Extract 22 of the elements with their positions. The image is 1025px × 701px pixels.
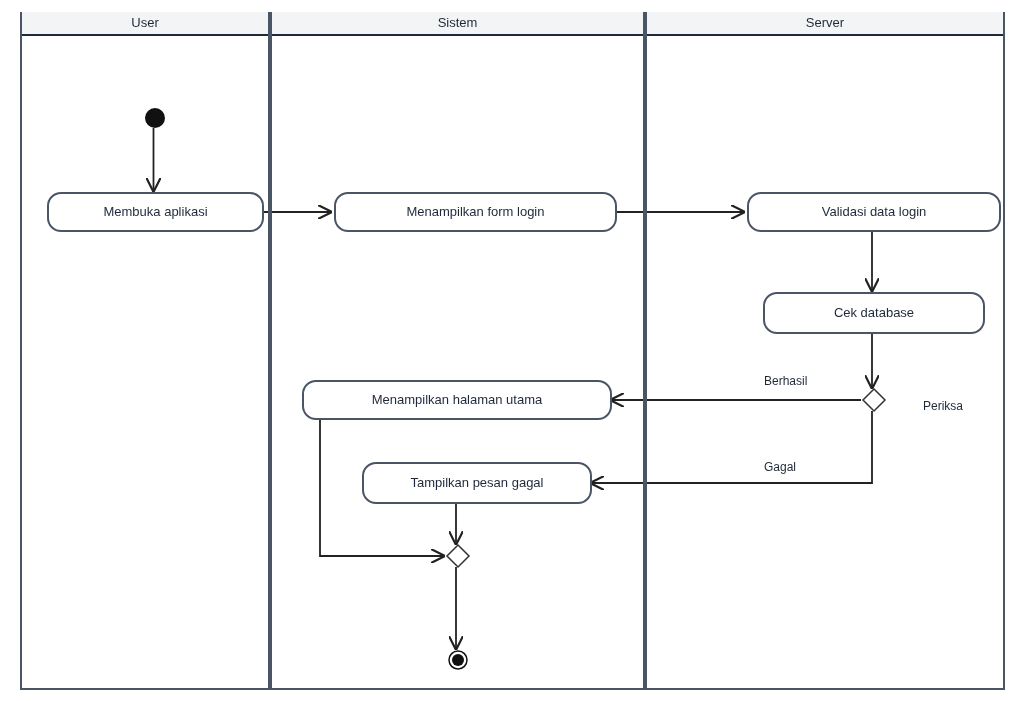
arrow (145, 127, 162, 194)
swimlane (270, 12, 645, 690)
decision-diamond (447, 545, 469, 567)
swimlane (20, 12, 270, 690)
arrow (447, 503, 465, 547)
final-node (448, 650, 468, 670)
action-box: Cek database (763, 292, 985, 334)
action-box: Tampilkan pesan gagal (362, 462, 592, 504)
lane-title: User (131, 14, 159, 33)
action-box: Menampilkan form login (334, 192, 617, 232)
initial-node (145, 108, 165, 128)
action-box: Membuka aplikasi (47, 192, 264, 232)
decision-diamond (863, 389, 885, 411)
arrow (863, 333, 881, 391)
arrow (319, 419, 447, 565)
lane-title: Server (805, 14, 845, 33)
swimlane (645, 12, 1005, 690)
action-box: Validasi data login (747, 192, 1001, 232)
arrow (447, 566, 465, 652)
action-box: Menampilkan halaman utama (302, 380, 612, 420)
arrow (863, 231, 881, 294)
lane-title: Sistem (437, 14, 478, 33)
